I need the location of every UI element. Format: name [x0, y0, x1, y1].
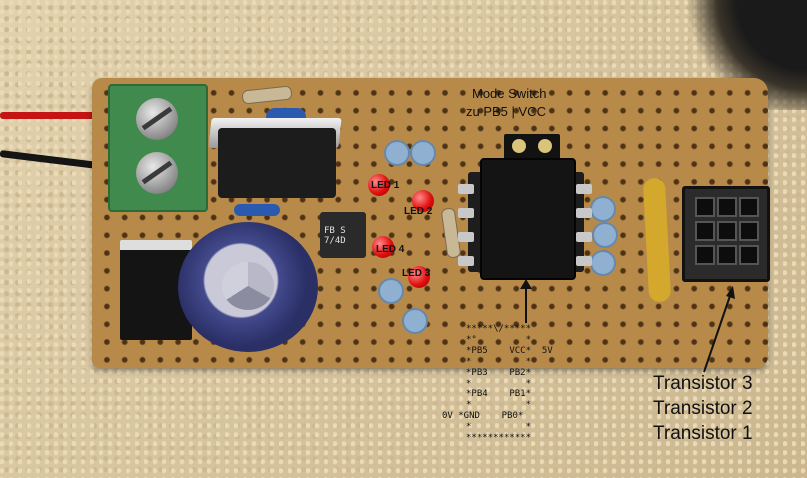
voltage-regulator: [218, 128, 336, 198]
transistor-connector: [682, 186, 770, 282]
ceramic-capacitor-4: [402, 308, 428, 334]
pinout-line-11: ************: [466, 433, 532, 444]
led-3-label: LED 3: [402, 268, 431, 279]
led-1-label: LED 1: [371, 180, 400, 191]
mode-switch-title: Mode Switch: [472, 86, 547, 101]
transistor-3-label: Transistor 3: [653, 373, 753, 394]
bridge-marking: FB S 7/4D: [324, 226, 346, 246]
transistor-1-label: Transistor 1: [653, 423, 753, 444]
transistor-labels: Transistor 3 Transistor 2 Transistor 1: [653, 371, 753, 446]
transistor-2-label: Transistor 2: [653, 398, 753, 419]
led-4: [372, 236, 394, 258]
mode-switch-header: [504, 134, 560, 160]
terminal-screw-1: [136, 98, 178, 140]
ceramic-capacitor-6: [592, 222, 618, 248]
terminal-screw-2: [136, 152, 178, 194]
ceramic-capacitor-3: [378, 278, 404, 304]
ceramic-capacitor-1: [384, 140, 410, 166]
ceramic-capacitor-2: [410, 140, 436, 166]
screw-terminal: [108, 84, 208, 212]
pinout-line-7: *PB4 PB1*: [466, 389, 532, 400]
red-wire: [0, 112, 110, 119]
pinout-line-1: *****\/*****: [466, 324, 532, 334]
electrolytic-capacitor: [178, 222, 318, 352]
led-3: [408, 266, 430, 288]
pinout-line-2: *° *: [466, 334, 532, 345]
transistor-arrow-head: [726, 286, 735, 299]
mode-switch-subtitle: zu PB5 | VCC: [466, 104, 546, 119]
bridge-component: FB S 7/4D: [320, 212, 366, 258]
pinout-line-4: * *: [466, 356, 532, 367]
transistor-arrow: [703, 289, 733, 373]
led-2-label: LED 2: [404, 206, 433, 217]
pinout-line-3: *PB5 VCC* 5V: [466, 345, 553, 356]
pinout-line-6: * *: [466, 378, 532, 389]
pinout-line-9: 0V *GND PB0*: [442, 411, 524, 422]
blue-capacitor-bottom: [234, 204, 280, 216]
pinout-line-8: * *: [466, 400, 532, 411]
led-1: [368, 174, 390, 196]
microcontroller-chip: [480, 158, 576, 280]
pinout-line-10: * *: [466, 422, 532, 433]
led-4-label: LED 4: [376, 244, 405, 255]
pinout-arrow-head: [520, 279, 532, 289]
pinout-line-5: *PB3 PB2*: [466, 367, 532, 378]
pinout-diagram: *****\/***** *° * *PB5 VCC* 5V * * *PB3 …: [442, 324, 553, 444]
led-2: [412, 190, 434, 212]
